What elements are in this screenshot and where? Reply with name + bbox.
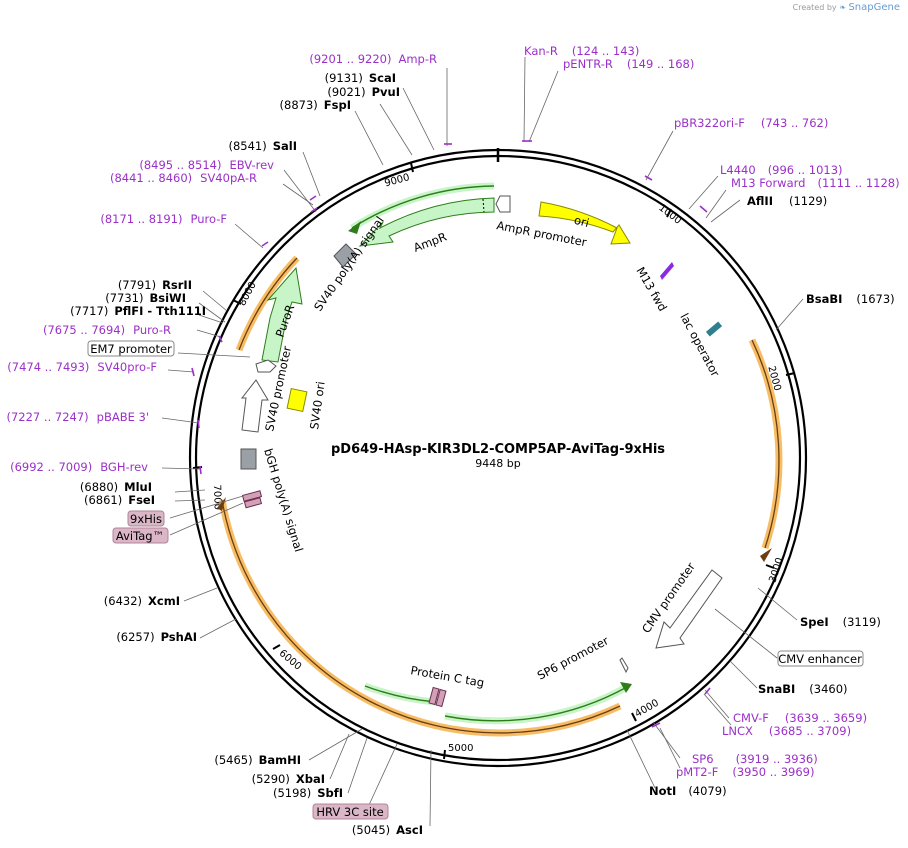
primer-puro-r: (7675 .. 7694)Puro-R bbox=[43, 323, 171, 337]
sv40-promoter-feature bbox=[255, 359, 277, 373]
em7-promoter-box bbox=[87, 340, 175, 357]
em7-promoter-label: EM7 promoter bbox=[90, 342, 172, 356]
sv40-polya-label: SV40 poly(A) signal bbox=[311, 214, 387, 314]
sp6-promoter-label: SP6 promoter bbox=[535, 633, 611, 682]
avi-tag-label: AviTag™ bbox=[116, 529, 164, 543]
primer-ebv-rev: (8495 .. 8514)EBV-rev bbox=[139, 158, 274, 172]
orf-arrow-lower bbox=[217, 497, 226, 511]
his-tag-mark bbox=[241, 490, 263, 502]
green-arc-top-arrow bbox=[348, 221, 361, 234]
enzyme-pflfi: (7717)PflFI - Tth111I bbox=[70, 304, 206, 318]
primer-sp6: SP6(3919 .. 3936) bbox=[692, 752, 818, 766]
primer-bgh-rev: (6992 .. 7009)BGH-rev bbox=[10, 460, 148, 474]
protein-c-tag-label: Protein C tag bbox=[409, 663, 485, 690]
primer-amp-r: (9201 .. 9220)Amp-R bbox=[309, 52, 437, 66]
avi-tag-mark bbox=[243, 497, 263, 509]
his-tag-label: 9xHis bbox=[130, 512, 162, 526]
tick-1000: 1000 bbox=[656, 202, 683, 226]
lac-operator-label: lac operator bbox=[677, 311, 722, 379]
enzyme-bamhi: (5465)BamHI bbox=[214, 753, 301, 767]
plasmid-name: pD649-HAsp-KIR3DL2-COMP5AP-AviTag-9xHis bbox=[331, 442, 665, 457]
tick-4000: 4000 bbox=[633, 698, 661, 720]
primer-pmt2-f: pMT2-F(3950 .. 3969) bbox=[676, 765, 814, 779]
leader-lines bbox=[161, 56, 804, 827]
primer-sv40pa-r: (8441 .. 8460)SV40pA-R bbox=[110, 171, 257, 185]
avi-tag-box bbox=[112, 527, 169, 544]
protein-c-tag-mark-2 bbox=[435, 688, 447, 708]
ori-label: ori bbox=[573, 213, 591, 230]
ampr-feature bbox=[358, 197, 495, 247]
primer-marks bbox=[191, 140, 711, 728]
m13-fwd-mark bbox=[660, 262, 674, 280]
white-block-arrow bbox=[240, 379, 269, 433]
primer-sv40pro-f: (7474 .. 7493)SV40pro-F bbox=[7, 360, 157, 374]
primer-pbr322ori-f: pBR322ori-F(743 .. 762) bbox=[674, 116, 828, 130]
snapgene-credit: Created by ❧ SnapGene bbox=[793, 2, 900, 13]
hrv-3c-label: HRV 3C site bbox=[316, 805, 383, 819]
orf-arrow-2000-3000 bbox=[760, 548, 772, 562]
primer-l4440: L4440(996 .. 1013) bbox=[720, 163, 843, 177]
enzyme-asci: (5045)AscI bbox=[352, 823, 423, 837]
primer-kan-r: Kan-R(124 .. 143) bbox=[524, 44, 639, 58]
orf-line-puror bbox=[238, 257, 298, 351]
enzyme-xcmi: (6432)XcmI bbox=[104, 594, 180, 608]
sv40-ori-label: SV40 ori bbox=[307, 381, 328, 431]
green-arc-bottom bbox=[363, 682, 437, 706]
enzyme-scai: (9131)ScaI bbox=[325, 71, 396, 85]
enzyme-sbfi: (5198)SbfI bbox=[273, 786, 343, 800]
protein-c-tag-mark bbox=[428, 686, 440, 706]
enzyme-mlui: (6880)MluI bbox=[80, 480, 152, 494]
enzyme-fspi: (8873)FspI bbox=[280, 98, 351, 112]
lac-operator-mark bbox=[705, 321, 723, 337]
primer-pbabe-3: (7227 .. 7247)pBABE 3' bbox=[7, 410, 150, 424]
enzyme-sali: (8541)SalI bbox=[228, 139, 297, 153]
puror-feature bbox=[261, 266, 303, 363]
enzyme-rsrii: (7791)RsrII bbox=[118, 278, 192, 292]
tick-9000: 9000 bbox=[383, 172, 410, 189]
orf-line-2000-3000 bbox=[751, 339, 780, 549]
credit-brand: SnapGene bbox=[848, 2, 900, 13]
credit-prefix: Created by bbox=[792, 3, 837, 12]
tick-5000: 5000 bbox=[448, 743, 473, 754]
enzyme-bsiwi: (7731)BsiWI bbox=[105, 291, 186, 305]
cmv-enhancer-label: CMV enhancer bbox=[778, 652, 862, 666]
primer-lncx: LNCX(3685 .. 3709) bbox=[722, 724, 851, 738]
cmv-promoter-feature bbox=[655, 569, 723, 649]
his-tag-box bbox=[127, 510, 165, 527]
enzyme-noti: NotI(4079) bbox=[649, 784, 727, 798]
sp6-promoter-mark bbox=[619, 657, 629, 674]
tick-7000: 7000 bbox=[211, 484, 223, 510]
tick-8000: 8000 bbox=[237, 280, 259, 308]
enzyme-snabi: SnaBI(3460) bbox=[758, 682, 848, 696]
enzyme-pshai: (6257)PshAI bbox=[116, 630, 197, 644]
sv40-ori-feature bbox=[286, 387, 308, 413]
bgh-polya-label: bGH poly(A) signal bbox=[261, 447, 306, 554]
enzyme-fsei: (6861)FseI bbox=[84, 493, 155, 507]
enzyme-pvui: (9021)PvuI bbox=[327, 85, 400, 99]
plasmid-size: 9448 bp bbox=[475, 457, 520, 470]
primer-m13-forward: M13 Forward(1111 .. 1128) bbox=[731, 176, 900, 190]
enzyme-aflii: AflII(1129) bbox=[747, 194, 827, 208]
ampr-label: AmpR bbox=[411, 229, 448, 254]
primer-pentr-r: pENTR-R(149 .. 168) bbox=[563, 57, 694, 71]
enzyme-bsabi: BsaBI(1673) bbox=[806, 292, 895, 306]
orf-line-lower bbox=[221, 499, 621, 734]
green-arc-bottom-arrow bbox=[620, 682, 632, 693]
enzyme-xbai: (5290)XbaI bbox=[252, 772, 325, 786]
green-arc-top-line bbox=[351, 185, 495, 229]
bgh-polya-feature bbox=[240, 448, 257, 470]
hrv-3c-box bbox=[312, 803, 389, 820]
sv40-polya-feature bbox=[333, 243, 357, 268]
green-arc-bottom-2-line bbox=[444, 686, 628, 722]
ampr-promoter-feature bbox=[495, 195, 511, 213]
cmv-enhancer-box bbox=[777, 650, 864, 667]
primer-cmv-f: CMV-F(3639 .. 3659) bbox=[733, 711, 867, 725]
ori-feature bbox=[538, 201, 631, 245]
snapgene-logo-icon: ❧ bbox=[839, 3, 846, 12]
primer-puro-f: (8171 .. 8191)Puro-F bbox=[100, 212, 227, 226]
tick-3000: 3000 bbox=[768, 556, 786, 584]
enzyme-spei: SpeI(3119) bbox=[800, 615, 881, 629]
